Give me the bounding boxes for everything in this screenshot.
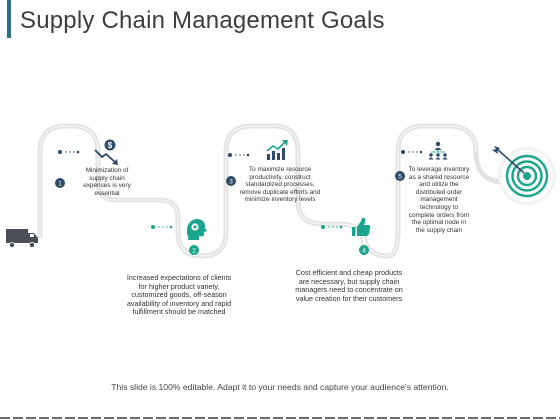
step-text-3: To maximize resource productivity, const… [239,166,321,204]
title-accent-bar [7,0,11,38]
step-badge-1: 1 [55,178,65,188]
connector-3 [228,153,250,157]
step-badge-4: 4 [359,245,369,255]
road-inner-line [39,125,477,257]
page-title: Supply Chain Management Goals [20,7,385,34]
step-text-4: Cost efficient and cheap products are ne… [295,268,403,303]
step-text-2: Increased expectations of clients for hi… [126,273,232,317]
footer-note: This slide is 100% editable. Adapt it to… [111,382,449,392]
step-number-3: 3 [229,179,233,186]
step-number-1: 1 [58,181,62,188]
dollar-trend-down-icon: $ [94,139,118,165]
step-badge-3: 3 [226,176,236,186]
bar-chart-growth-icon [266,140,288,160]
step-number-4: 4 [362,248,366,255]
svg-text:$: $ [108,141,113,150]
connector-4 [321,225,343,229]
connector-5 [401,150,423,154]
step-badge-2: 2 [189,245,199,255]
network-people-icon [428,141,448,160]
thumbs-up-icon [352,217,371,236]
step-badge-5: 5 [395,171,405,181]
head-gear-icon [186,219,207,240]
connector-1 [58,150,80,154]
step-text-5: To leverage inventory as a shared resour… [408,166,470,234]
target-icon [492,146,556,205]
bottom-decor-strip [0,417,560,419]
connector-2 [151,225,173,229]
step-number-5: 5 [398,174,402,181]
truck-icon [6,229,38,248]
step-number-2: 2 [192,248,196,255]
step-text-1: Minimization of supply chain expenses is… [83,167,131,197]
